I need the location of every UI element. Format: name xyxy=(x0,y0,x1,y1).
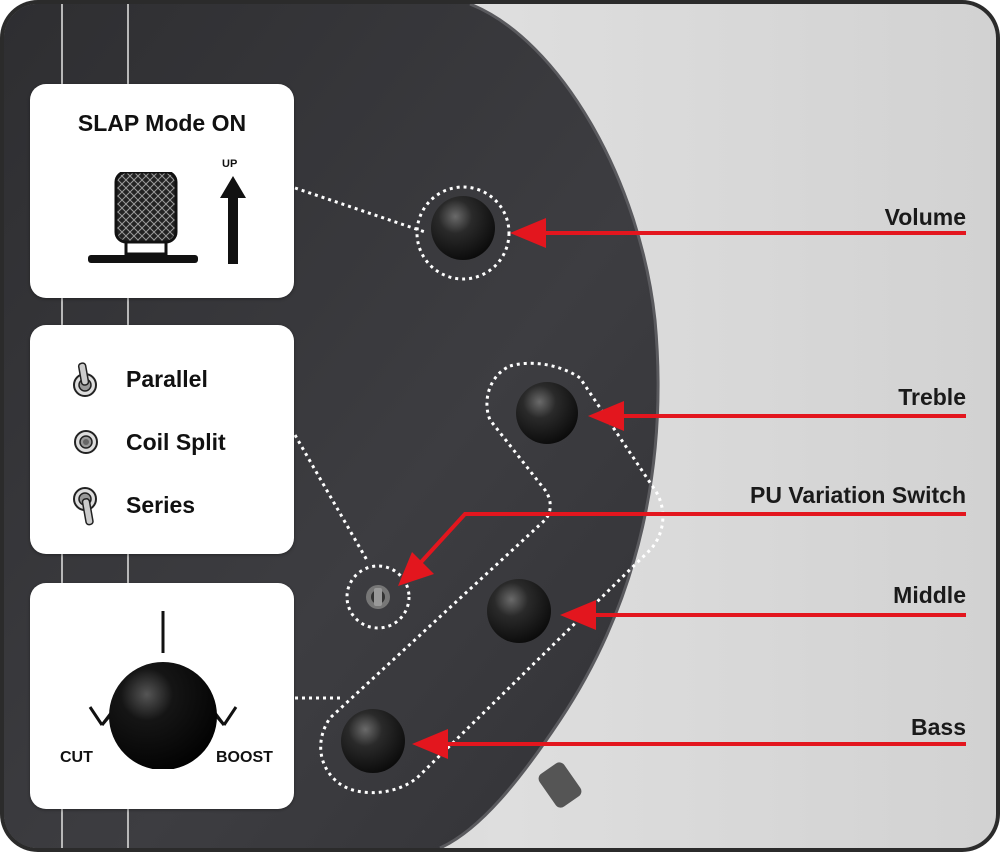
eq-cut-boost-panel: CUT BOOST xyxy=(30,583,294,809)
callout-pu-switch: PU Variation Switch xyxy=(750,482,966,508)
cut-label: CUT xyxy=(60,749,93,766)
arrowhead-volume xyxy=(510,218,546,248)
volume-knob xyxy=(431,196,495,260)
knob-icon xyxy=(88,611,238,769)
arrowhead-pu-switch xyxy=(398,552,434,586)
pu-switch xyxy=(366,585,390,609)
up-label: UP xyxy=(222,158,238,170)
arrowhead-treble xyxy=(588,401,624,431)
boost-label: BOOST xyxy=(216,749,273,766)
volume-highlight xyxy=(415,185,511,281)
middle-knob xyxy=(487,579,551,643)
callout-middle: Middle xyxy=(893,582,966,608)
knob-pulled-icon xyxy=(88,172,198,263)
output-jack xyxy=(538,762,582,808)
arrowhead-middle xyxy=(560,600,596,630)
switch-highlight xyxy=(345,564,411,630)
treble-knob xyxy=(516,382,578,444)
bass-knob xyxy=(341,709,405,773)
mode-parallel-label: Parallel xyxy=(126,366,208,392)
callout-bass: Bass xyxy=(911,714,966,740)
mode-series-label: Series xyxy=(126,492,196,518)
callout-volume: Volume xyxy=(884,204,966,230)
body-edge xyxy=(439,4,660,848)
toggle-center-icon xyxy=(74,430,98,454)
mode-coil-split-label: Coil Split xyxy=(126,429,226,455)
callout-arrow-pu-switch xyxy=(405,512,966,580)
toggle-down-icon xyxy=(73,487,97,526)
toggle-up-icon xyxy=(73,362,97,397)
up-arrow-icon xyxy=(220,176,246,264)
arrowhead-bass xyxy=(412,729,448,759)
eq-knobs-highlight xyxy=(319,361,665,795)
pu-switch-modes-panel: Parallel Coil Split Series xyxy=(30,325,294,554)
callout-treble: Treble xyxy=(898,384,966,410)
slap-mode-panel: SLAP Mode ON UP xyxy=(30,84,294,298)
slap-mode-title: SLAP Mode ON xyxy=(77,110,247,136)
connector-volume xyxy=(294,186,426,234)
